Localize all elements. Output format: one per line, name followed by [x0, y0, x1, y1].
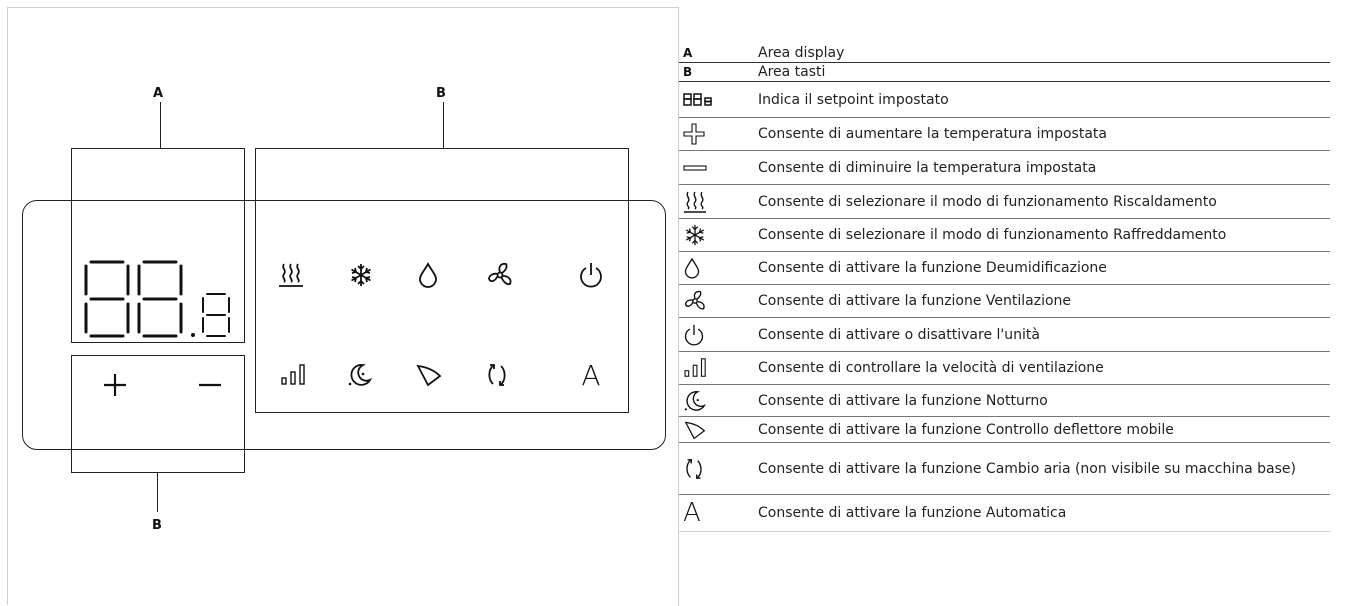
callout-b-top-line — [443, 102, 444, 148]
snowflake-icon — [351, 264, 371, 286]
display-area-box — [71, 148, 245, 343]
legend-text: Consente di controllare la velocità di v… — [758, 360, 1104, 376]
legend-row-night: Consente di attivare la funzione Notturn… — [679, 385, 1330, 417]
flap-icon — [684, 421, 706, 439]
legend-row-b: B Area tasti — [679, 63, 1330, 82]
callout-a: A — [153, 86, 164, 101]
heating-button[interactable] — [261, 255, 321, 295]
figure-frame — [7, 7, 678, 605]
control-panel — [22, 200, 666, 450]
plus-minus-area-box — [71, 355, 245, 473]
power-button[interactable] — [561, 255, 621, 295]
legend-row-flap: Consente di attivare la funzione Control… — [679, 417, 1330, 443]
legend-row-plus: Consente di aumentare la temperatura imp… — [679, 118, 1330, 151]
callout-b-bottom: B — [152, 518, 162, 533]
plus-button[interactable] — [85, 360, 145, 410]
setpoint-display-icon — [683, 92, 712, 106]
legend-text: Indica il setpoint impostato — [758, 91, 949, 108]
legend-row-power: Consente di attivare o disattivare l'uni… — [679, 318, 1330, 352]
flap-button[interactable] — [399, 355, 459, 395]
legend-text: Area tasti — [758, 64, 826, 80]
legend-text: Consente di attivare la funzione Deumidi… — [758, 260, 1107, 276]
drop-icon — [419, 262, 437, 288]
night-icon — [684, 390, 706, 411]
legend-row-cooling: Consente di selezionare il modo di funzi… — [679, 219, 1330, 252]
legend-text: Consente di diminuire la temperatura imp… — [758, 159, 1097, 176]
minus-button[interactable] — [180, 360, 240, 410]
callout-a-line — [160, 102, 161, 148]
setpoint-display — [84, 258, 234, 342]
legend-table: A Area display B Area tasti Indica il se… — [679, 44, 1330, 532]
fan-speed-button[interactable] — [264, 355, 324, 395]
callout-b-top: B — [436, 86, 446, 101]
legend-row-minus: Consente di diminuire la temperatura imp… — [679, 151, 1330, 185]
cooling-button[interactable] — [331, 255, 391, 295]
legend-key-b: B — [683, 65, 693, 79]
legend-row-ventilation: Consente di attivare la funzione Ventila… — [679, 285, 1330, 318]
minus-icon — [199, 383, 221, 387]
legend-text: Area display — [758, 45, 845, 61]
plus-icon — [683, 123, 705, 145]
legend-row-a: A Area display — [679, 44, 1330, 63]
legend-row-setpoint: Indica il setpoint impostato — [679, 82, 1330, 118]
dehumidify-button[interactable] — [398, 255, 458, 295]
fan-icon — [488, 262, 512, 286]
fan-speed-icon — [684, 358, 706, 377]
legend-row-air-exchange: Consente di attivare la funzione Cambio … — [679, 443, 1330, 495]
legend-text: Consente di attivare o disattivare l'uni… — [758, 326, 1040, 343]
legend-row-auto: A Consente di attivare la funzione Autom… — [679, 495, 1330, 532]
legend-text: Consente di attivare la funzione Automat… — [758, 505, 1067, 521]
legend-text: Consente di attivare la funzione Cambio … — [758, 460, 1297, 477]
legend-text: Consente di selezionare il modo di funzi… — [758, 193, 1217, 210]
air-exchange-icon — [686, 458, 702, 479]
air-exchange-icon — [488, 364, 506, 386]
keys-area-box — [255, 148, 629, 413]
air-exchange-button[interactable] — [467, 355, 527, 395]
legend-text: Consente di aumentare la temperatura imp… — [758, 126, 1107, 142]
power-icon — [684, 324, 704, 345]
legend-text: Consente di selezionare il modo di funzi… — [758, 227, 1227, 243]
legend-key-a: A — [683, 46, 693, 60]
seven-segment-icon — [84, 260, 230, 338]
heating-icon — [684, 191, 706, 213]
flap-icon — [416, 364, 442, 387]
plus-icon — [104, 374, 126, 396]
power-icon — [580, 263, 602, 288]
legend-text: Consente di attivare la funzione Notturn… — [758, 392, 1048, 409]
legend-row-heating: Consente di selezionare il modo di funzi… — [679, 185, 1330, 219]
ventilation-button[interactable] — [470, 255, 530, 295]
night-icon — [348, 364, 373, 386]
night-button[interactable] — [330, 355, 390, 395]
fan-speed-icon — [281, 364, 305, 385]
legend-text: Consente di attivare la funzione Ventila… — [758, 293, 1072, 309]
minus-icon — [683, 164, 707, 171]
legend-text: Consente di attivare la funzione Control… — [758, 421, 1174, 438]
heating-icon — [279, 263, 303, 287]
auto-icon: A — [683, 498, 701, 528]
fan-icon — [684, 290, 705, 310]
figure-divider — [678, 7, 679, 606]
auto-button[interactable]: A — [561, 355, 621, 395]
legend-row-fan-speed: Consente di controllare la velocità di v… — [679, 352, 1330, 385]
snowflake-icon — [685, 224, 705, 246]
legend-row-dehumidify: Consente di attivare la funzione Deumidi… — [679, 252, 1330, 285]
callout-b-bottom-line — [157, 472, 158, 512]
auto-icon: A — [581, 358, 601, 392]
drop-icon — [684, 257, 700, 279]
